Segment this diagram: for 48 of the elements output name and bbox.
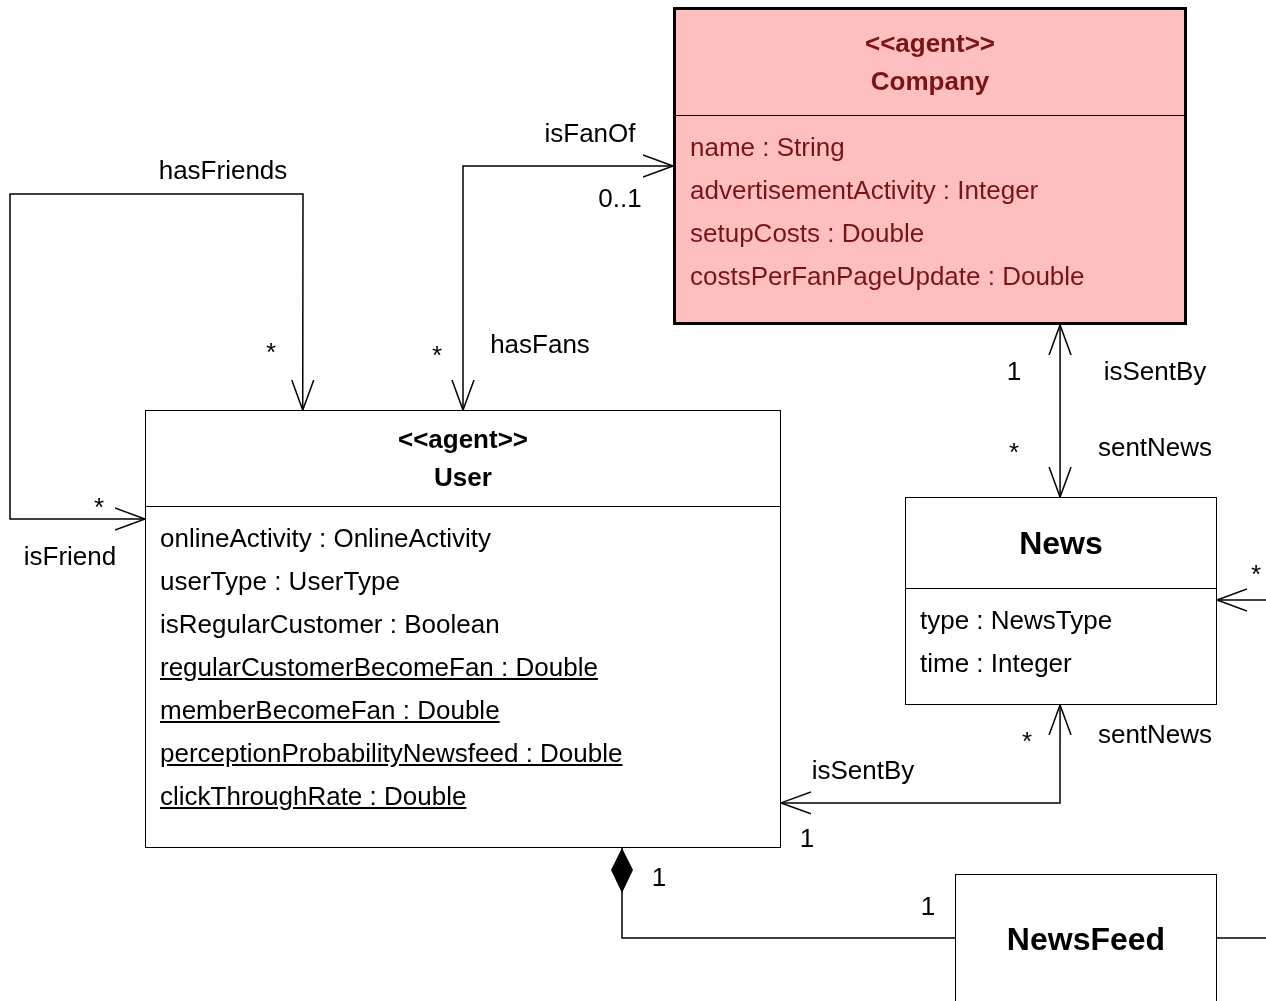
role-label: 1	[799, 825, 815, 851]
class-name: NewsFeed	[1006, 919, 1166, 959]
attribute-text: clickThroughRate : Double	[160, 780, 467, 813]
association-arrow	[780, 704, 1072, 815]
role-label: isSentBy	[811, 757, 915, 783]
class-name: User	[434, 460, 492, 494]
class-box	[145, 410, 781, 848]
attribute-text: userType : UserType	[160, 565, 400, 598]
role-label: 0..1	[598, 185, 642, 211]
role-label: sentNews	[1097, 721, 1213, 747]
role-label: *	[1250, 561, 1262, 587]
attribute-text: setupCosts : Double	[690, 217, 925, 250]
attribute-text: time : Integer	[920, 647, 1072, 680]
role-label: sentNews	[1097, 434, 1213, 460]
role-label: isSentBy	[1103, 358, 1207, 384]
role-label: isFriend	[23, 543, 117, 569]
role-label: hasFans	[490, 331, 590, 357]
association-arrow	[451, 154, 674, 411]
role-label: hasFriends	[158, 157, 288, 183]
association-arrow	[9, 193, 315, 531]
attribute-text: isRegularCustomer : Boolean	[160, 608, 500, 641]
association-arrow	[1216, 588, 1266, 612]
role-label: isFanOf	[544, 120, 636, 146]
role-label: 1	[651, 864, 667, 890]
attribute-text: perceptionProbabilityNewsfeed : Double	[160, 737, 623, 770]
attribute-text: onlineActivity : OnlineActivity	[160, 522, 491, 555]
class-name: News	[1019, 523, 1103, 563]
role-label: *	[1008, 439, 1020, 465]
attribute-text: costsPerFanPageUpdate : Double	[690, 260, 1085, 293]
attribute-text: regularCustomerBecomeFan : Double	[160, 651, 598, 684]
attribute-text: memberBecomeFan : Double	[160, 694, 500, 727]
role-label: 1	[1006, 358, 1022, 384]
association-arrow	[1048, 324, 1072, 498]
class-box	[673, 7, 1187, 325]
attribute-text: name : String	[690, 131, 845, 164]
class-box	[955, 874, 1217, 1001]
role-label: *	[93, 494, 105, 520]
role-label: *	[265, 339, 277, 365]
stereotype-label: <<agent>>	[864, 26, 996, 60]
attribute-text: type : NewsType	[920, 604, 1113, 637]
composition-line	[611, 847, 956, 939]
attribute-text: advertisementActivity : Integer	[690, 174, 1039, 207]
class-name: Company	[870, 64, 990, 98]
class-box	[905, 497, 1217, 705]
role-label: *	[1021, 728, 1033, 754]
role-label: 1	[920, 893, 936, 919]
stereotype-label: <<agent>>	[397, 422, 529, 456]
role-label: *	[431, 342, 443, 368]
